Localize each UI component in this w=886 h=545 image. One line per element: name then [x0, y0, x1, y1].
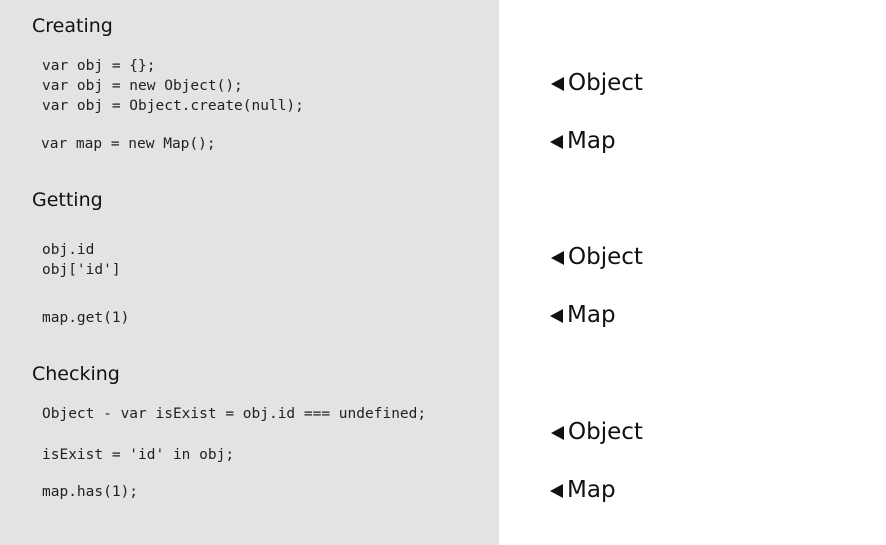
label-text: Map	[567, 477, 616, 503]
code-line-create-map: var map = new Map();	[41, 136, 216, 152]
code-panel	[0, 0, 499, 545]
label-object-creating: Object	[551, 72, 643, 95]
code-line-create-object-literal: var obj = {};	[42, 58, 156, 74]
code-line-map-get: map.get(1)	[42, 310, 130, 326]
label-map-creating: Map	[550, 130, 616, 153]
section-heading-creating: Creating	[32, 15, 113, 37]
label-text: Map	[567, 302, 616, 328]
code-line-check-undefined: Object - var isExist = obj.id === undefi…	[42, 406, 427, 422]
left-triangle-arrow-icon	[551, 250, 564, 265]
label-object-getting: Object	[551, 246, 643, 269]
label-map-checking: Map	[550, 479, 616, 502]
label-text: Object	[568, 419, 643, 445]
code-line-create-object-null: var obj = Object.create(null);	[42, 98, 304, 114]
section-heading-checking: Checking	[32, 363, 120, 385]
label-map-getting: Map	[550, 304, 616, 327]
left-triangle-arrow-icon	[551, 76, 564, 91]
left-triangle-arrow-icon	[550, 483, 563, 498]
label-text: Object	[568, 70, 643, 96]
label-text: Object	[568, 244, 643, 270]
label-text: Map	[567, 128, 616, 154]
section-heading-getting: Getting	[32, 189, 103, 211]
code-line-get-dot: obj.id	[42, 242, 95, 258]
code-line-check-in: isExist = 'id' in obj;	[42, 447, 235, 463]
code-line-create-new-object: var obj = new Object();	[42, 78, 243, 94]
code-line-get-bracket: obj['id']	[42, 262, 121, 278]
left-triangle-arrow-icon	[550, 308, 563, 323]
label-object-checking: Object	[551, 421, 643, 444]
left-triangle-arrow-icon	[550, 134, 563, 149]
code-line-map-has: map.has(1);	[42, 484, 139, 500]
left-triangle-arrow-icon	[551, 425, 564, 440]
